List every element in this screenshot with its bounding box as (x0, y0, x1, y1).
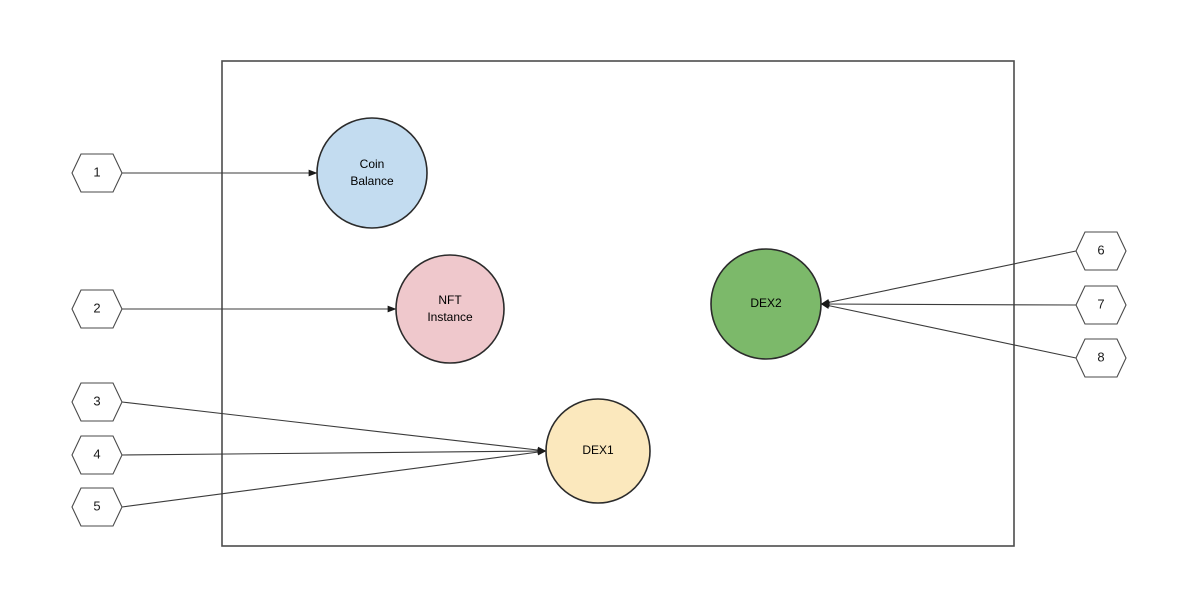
actor-1-hexagon[interactable] (71, 153, 123, 193)
edge-3-dex1 (121, 401, 547, 454)
edge-5-dex1 (121, 448, 547, 508)
actor-5-hexagon[interactable] (71, 487, 123, 527)
edge-layer (121, 169, 1077, 508)
actor-7-hexagon[interactable] (1075, 285, 1127, 325)
edge-6-dex2 (820, 250, 1077, 306)
actor-3-hexagon[interactable] (71, 382, 123, 422)
edge-7-dex2 (820, 300, 1077, 308)
system-boundary-layer (221, 60, 1015, 547)
nft-instance-circle[interactable] (395, 254, 505, 364)
dex2-circle[interactable] (710, 248, 822, 360)
actor-6-hexagon[interactable] (1075, 231, 1127, 271)
actor-1[interactable]: 1 (71, 153, 123, 193)
node-dex2[interactable]: DEX2 (710, 248, 822, 360)
edge-4-dex1 (121, 447, 547, 456)
node-dex1[interactable]: DEX1 (545, 398, 651, 504)
system-boundary (221, 60, 1015, 547)
actor-2[interactable]: 2 (71, 289, 123, 329)
actor-4[interactable]: 4 (71, 435, 123, 475)
actor-5[interactable]: 5 (71, 487, 123, 527)
actor-4-hexagon[interactable] (71, 435, 123, 475)
actor-3[interactable]: 3 (71, 382, 123, 422)
dex1-circle[interactable] (545, 398, 651, 504)
actor-8[interactable]: 8 (1075, 338, 1127, 378)
actor-layer: 1 2 3 4 5 6 7 8 (71, 153, 1127, 527)
actor-7[interactable]: 7 (1075, 285, 1127, 325)
actor-2-hexagon[interactable] (71, 289, 123, 329)
coin-balance-circle[interactable] (316, 117, 428, 229)
actor-8-hexagon[interactable] (1075, 338, 1127, 378)
edge-8-dex2 (820, 302, 1077, 359)
actor-6[interactable]: 6 (1075, 231, 1127, 271)
